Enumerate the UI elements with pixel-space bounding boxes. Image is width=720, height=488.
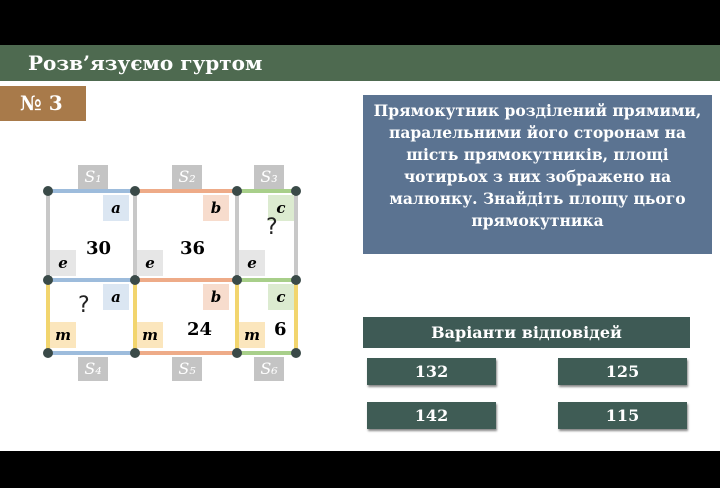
area-s6: 6 — [274, 319, 287, 340]
task-text: Прямокутник розділений прямими, паралель… — [363, 95, 712, 254]
area-s2: 36 — [180, 238, 206, 259]
side-a-label: a — [103, 284, 129, 310]
side-b-label: b — [203, 284, 229, 310]
answer-option-3[interactable]: 142 — [367, 402, 496, 429]
figure: S₁ S₂ S₃ S₄ S₅ S₆ a b c a b c e e e m m … — [0, 45, 360, 451]
area-s5: 24 — [187, 319, 213, 340]
s3-label: S₃ — [254, 165, 284, 189]
grid-lines — [43, 186, 301, 358]
s6-label: S₆ — [254, 357, 284, 381]
side-m-label: m — [239, 322, 265, 348]
answer-option-2[interactable]: 125 — [558, 358, 687, 385]
s5-label: S₅ — [172, 357, 202, 381]
answer-option-1[interactable]: 132 — [367, 358, 496, 385]
s1-label: S₁ — [78, 165, 108, 189]
side-m-label: m — [50, 322, 76, 348]
area-s1: 30 — [86, 238, 112, 259]
side-e-label: e — [239, 250, 265, 276]
side-c-label: c — [268, 284, 294, 310]
answer-option-4[interactable]: 115 — [558, 402, 687, 429]
area-s3-unknown: ? — [266, 215, 278, 240]
s2-label: S₂ — [172, 165, 202, 189]
slide: Розв’язуємо гуртом № 3 S₁ S₂ S₃ S₄ S₅ S₆… — [0, 45, 720, 451]
task-number-badge: № 3 — [0, 86, 86, 121]
side-c-label: c — [268, 195, 294, 221]
side-e-label: e — [50, 250, 76, 276]
side-e-label: e — [137, 250, 163, 276]
side-a-label: a — [103, 195, 129, 221]
area-s4-unknown: ? — [78, 293, 90, 318]
slide-title: Розв’язуємо гуртом — [0, 45, 720, 81]
s4-label: S₄ — [78, 357, 108, 381]
side-m-label: m — [137, 322, 163, 348]
answers-heading: Варіанти відповідей — [363, 317, 690, 348]
side-b-label: b — [203, 195, 229, 221]
